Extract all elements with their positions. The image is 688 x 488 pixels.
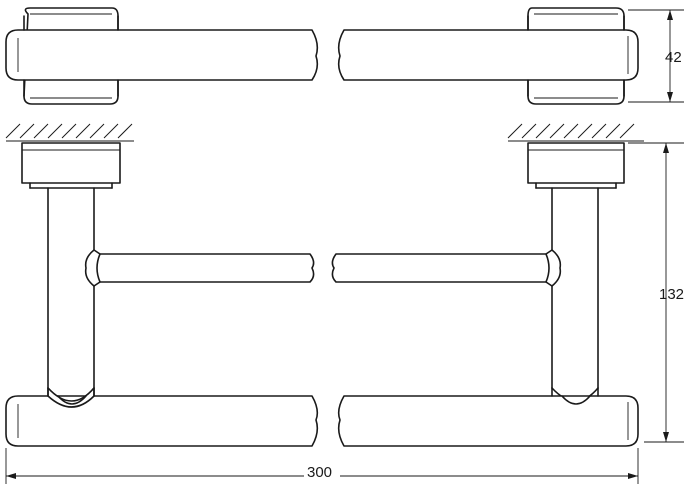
side-view-right-post [551,187,599,402]
side-view-left-post [47,187,95,402]
side-view-left-mount [21,142,121,189]
dimension-42-label: 42 [665,49,682,66]
dimension-132: 132 [628,142,684,443]
top-view [5,7,639,105]
side-view-upper-rail [84,249,562,287]
dimension-42: 42 [628,9,684,103]
top-view-bar-right [337,29,639,81]
side-view-right-mount [527,142,625,189]
dimension-300: 300 [5,448,639,484]
dimension-132-label: 132 [659,286,684,303]
side-view [5,142,639,447]
top-view-bar-left [5,29,319,81]
wall-hatch-left [5,123,134,142]
wall-hatch-right [507,123,644,142]
dimension-300-label: 300 [307,464,332,481]
side-view-lower-bar [5,387,639,447]
